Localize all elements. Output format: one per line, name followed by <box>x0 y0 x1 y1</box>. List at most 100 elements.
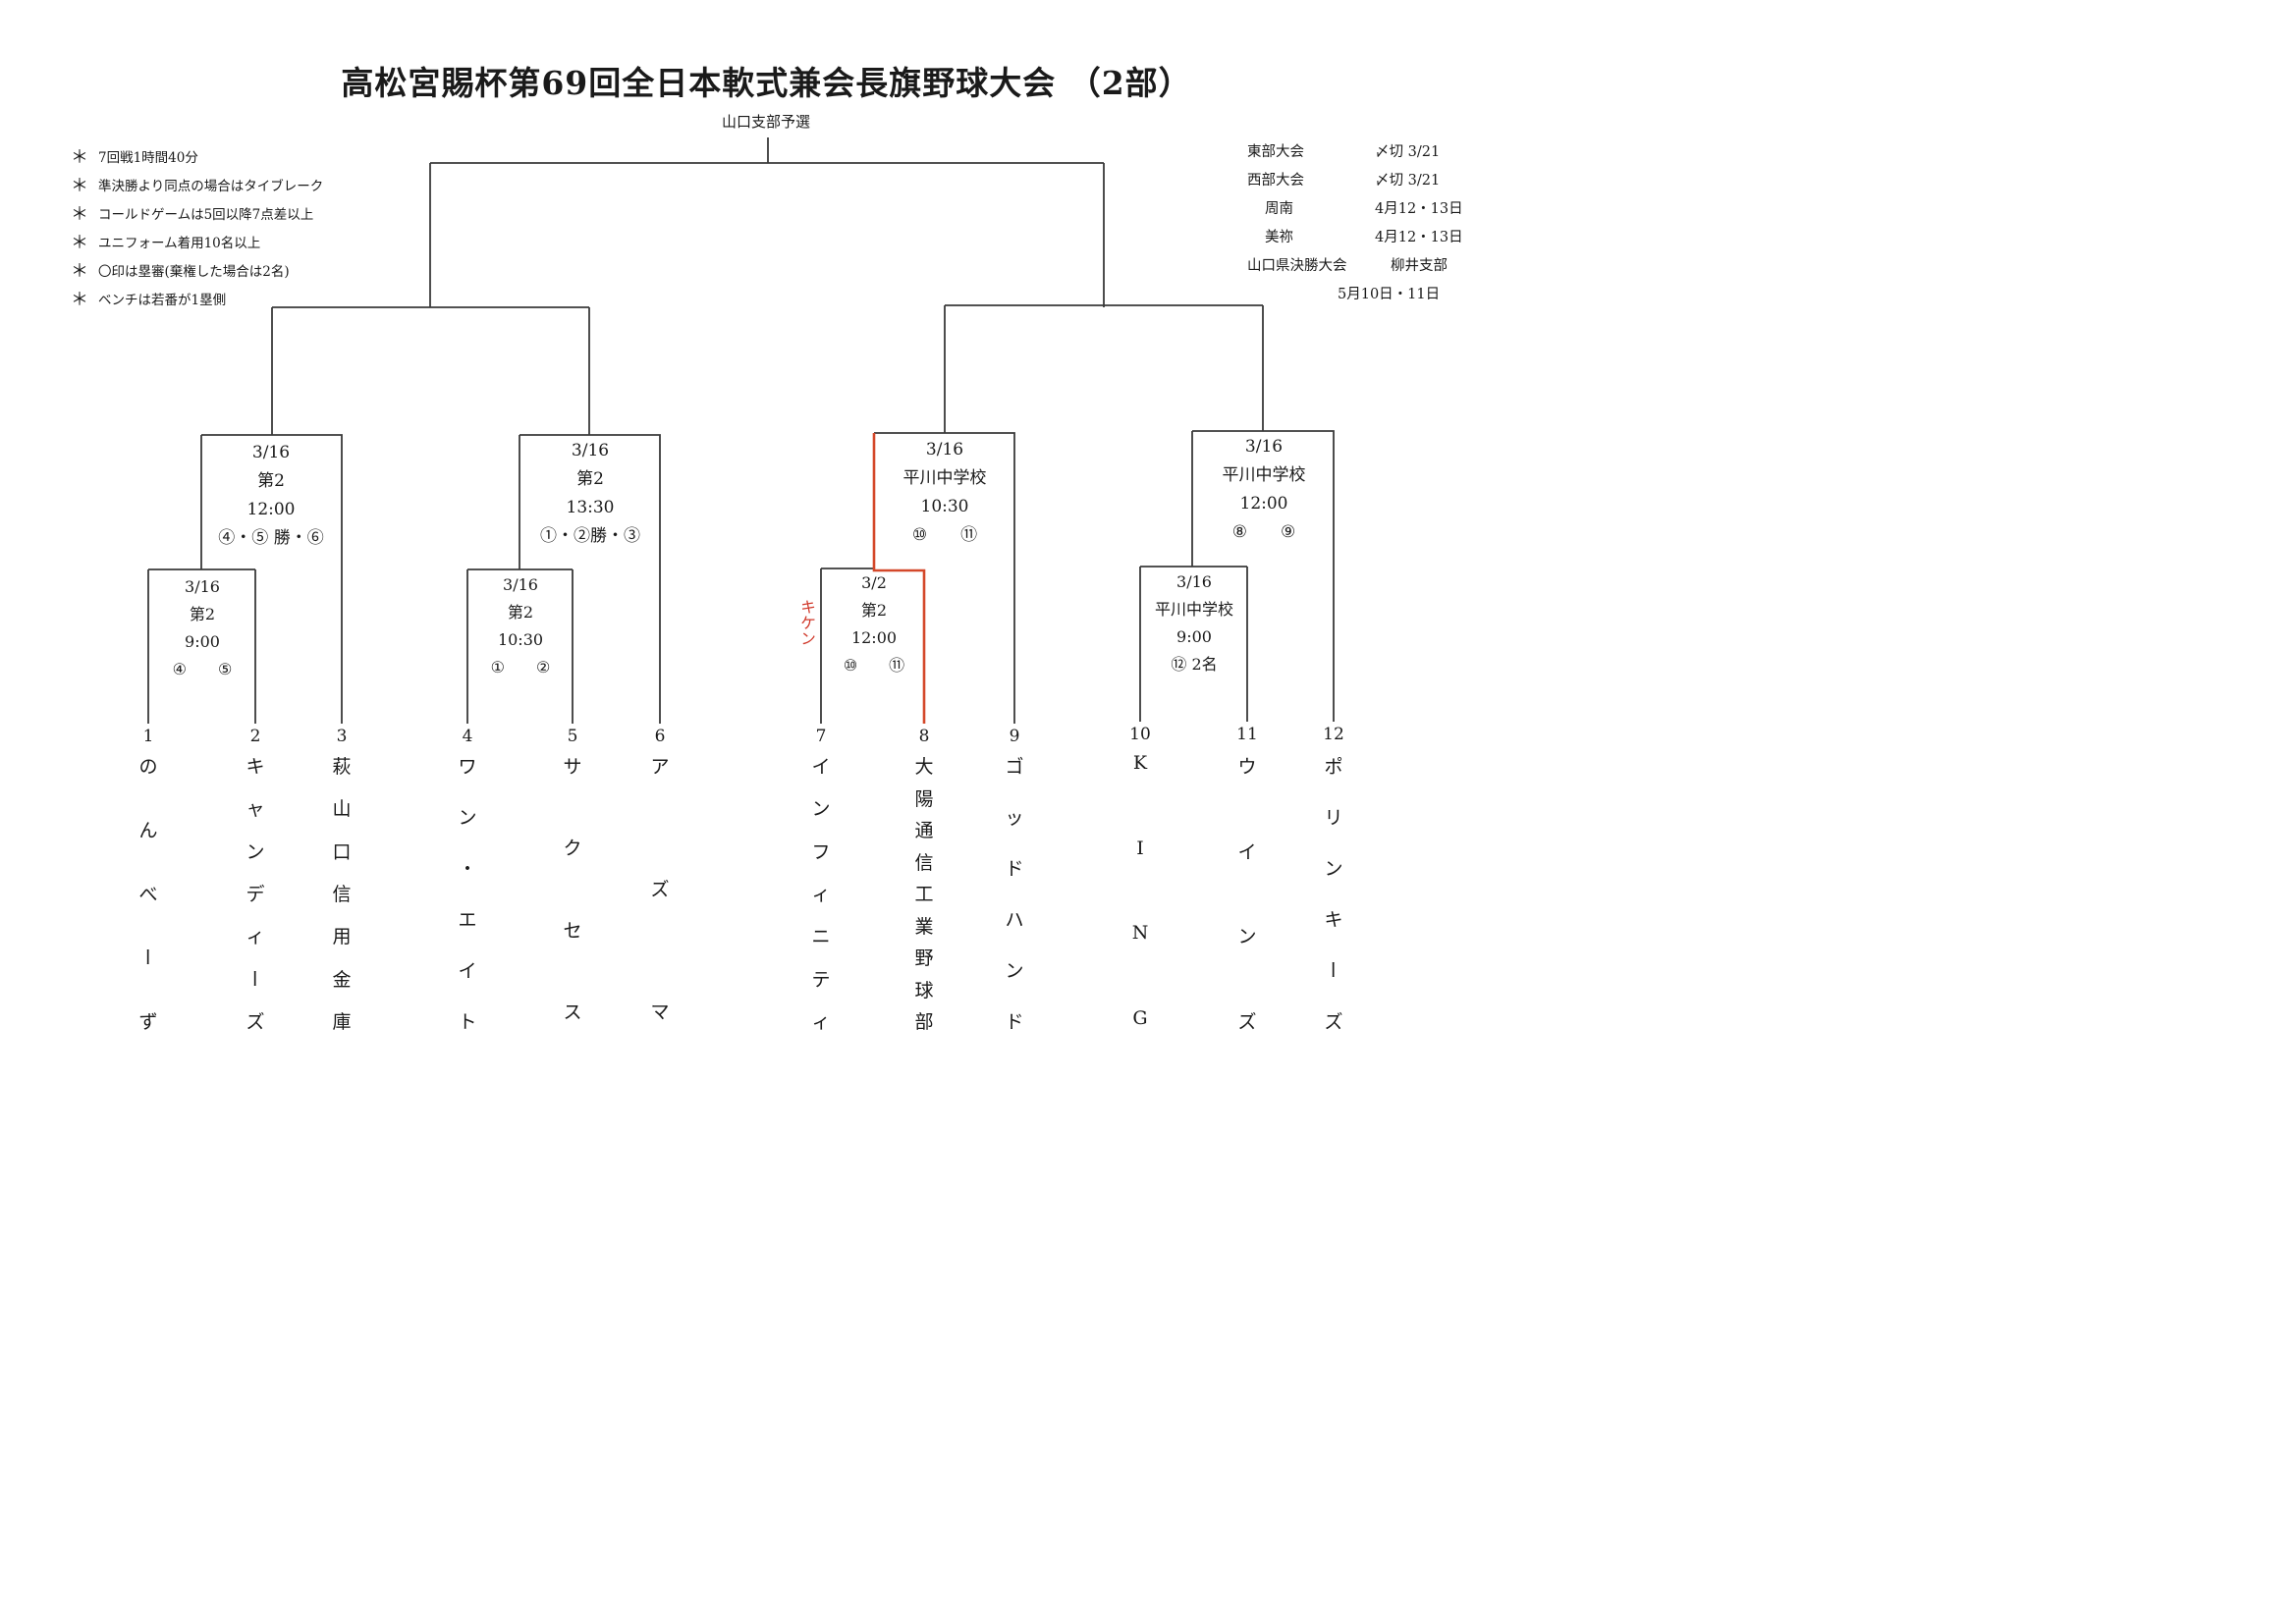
match-45-line <box>147 568 256 724</box>
team-number: 2 <box>249 727 261 746</box>
note-item: ＊7回戦1時間40分 <box>71 141 323 170</box>
team-name-char: 用 <box>332 926 352 948</box>
note-item: ＊準決勝より同点の場合はタイブレーク <box>71 170 323 198</box>
team-name-char: イ <box>458 960 477 982</box>
team-name-char: K <box>1132 752 1148 774</box>
bracket-lines <box>147 137 1335 724</box>
team-name-char: ド <box>1005 858 1024 880</box>
team-number: 8 <box>918 727 930 746</box>
team-name-char: ズ <box>1237 1011 1257 1033</box>
match-123-info: 3/16 第2 13:30 ①・②勝・③ <box>540 441 640 546</box>
team-name-char: ー <box>136 947 158 966</box>
team-name-char: 野 <box>914 947 934 969</box>
team-name-char: ン <box>1005 960 1024 982</box>
team-name-char: 信 <box>332 884 352 905</box>
team-name-char: ド <box>1005 1011 1024 1033</box>
team-name-char: 信 <box>914 851 934 874</box>
team-name-char: イ <box>811 756 831 778</box>
team-number: 4 <box>462 727 473 746</box>
team-name-char: サ <box>563 756 582 778</box>
asterisk-icon: ＊ <box>71 203 88 225</box>
team-name-char: 球 <box>914 979 934 1001</box>
rules-notes: ＊7回戦1時間40分 ＊準決勝より同点の場合はタイブレーク ＊コールドゲームは5… <box>71 141 323 312</box>
team-name-char: エ <box>458 909 477 931</box>
team-name-char: 業 <box>914 915 934 938</box>
team-name-char: G <box>1132 1007 1148 1029</box>
page-subtitle: 山口支部予選 <box>721 113 810 131</box>
team-name-char: フ <box>811 840 831 863</box>
team-name-char: イ <box>1237 840 1257 863</box>
team-name-char: デ <box>246 884 265 905</box>
team-number: 10 <box>1129 725 1151 744</box>
team-name-char: 金 <box>332 968 352 991</box>
schedule-row: 西部大会〆切 3/21 <box>1247 173 1441 189</box>
kiken-note: キケン <box>797 599 816 646</box>
note-item: ＊コールドゲームは5回以降7点差以上 <box>71 198 323 227</box>
match-1011-line <box>1139 566 1248 722</box>
team-name-char: ン <box>1324 858 1343 880</box>
match-456-line <box>200 434 343 724</box>
team-name-char: ず <box>138 1011 158 1033</box>
match-101112-info: 3/16 平川中学校 12:00 ⑧ ⑨ <box>1222 437 1306 542</box>
asterisk-icon: ＊ <box>71 289 88 310</box>
team-name-char: ズ <box>1324 1011 1343 1033</box>
final-line <box>429 137 1105 307</box>
team-name-char: ニ <box>811 926 831 948</box>
team-name-char: マ <box>650 1001 670 1023</box>
team-name-char: ン <box>811 798 831 821</box>
team-name-char: ン <box>1237 926 1257 948</box>
team-number: 5 <box>567 727 578 746</box>
note-item: ＊ベンチは若番が1塁側 <box>71 284 323 312</box>
team-name-char: I <box>1136 837 1144 859</box>
semi-left-line <box>271 306 590 435</box>
match-789-info: 3/16 平川中学校 10:30 ⑩ ⑪ <box>902 440 987 545</box>
match-45-info: 3/16 第2 9:00 ④ ⑤ <box>172 577 233 678</box>
team-number: 11 <box>1236 725 1258 744</box>
team-name-char: ウ <box>1237 756 1257 778</box>
team-name-char: ィ <box>246 926 265 948</box>
team-name-char: 萩 <box>332 756 352 778</box>
team-name-char: ィ <box>811 884 831 905</box>
match-78-info: 3/2 第2 12:00 ⑩ ⑪ <box>843 573 905 675</box>
team-name-char: 口 <box>332 840 352 863</box>
team-name-char: セ <box>563 919 582 942</box>
team-number: 1 <box>142 727 154 746</box>
team-name-char: 部 <box>914 1011 934 1033</box>
team-name-char: ゴ <box>1005 756 1024 778</box>
team-name-char: 大 <box>914 756 934 778</box>
team-name-char: ト <box>458 1011 477 1033</box>
team-name-char: ・ <box>458 858 477 880</box>
team-name-char: キ <box>1324 909 1343 931</box>
match-12-info: 3/16 第2 10:30 ① ② <box>490 575 551 676</box>
team-name-char: ん <box>138 820 158 841</box>
team-name-char: 庫 <box>332 1011 352 1033</box>
page-title: 高松宮賜杯第69回全日本軟式兼会長旗野球大会 （2部） <box>341 64 1192 102</box>
team-name-char: 工 <box>914 884 934 905</box>
team-name-char: ワ <box>458 756 477 778</box>
team-name-char: テ <box>811 968 831 991</box>
match-1011-info: 3/16 平川中学校 9:00 ⑫ 2名 <box>1154 572 1233 674</box>
team-number: 9 <box>1009 727 1020 746</box>
note-item: ＊ユニフォーム着用10名以上 <box>71 227 323 255</box>
team-name-char: ン <box>246 840 265 863</box>
team-name-char: ハ <box>1005 909 1024 931</box>
team-name-char: ス <box>563 1001 582 1023</box>
team-number: 6 <box>654 727 666 746</box>
match-101112-line <box>1191 430 1335 722</box>
match-123-line <box>519 434 661 724</box>
team-name-char: 陽 <box>914 787 934 810</box>
team-name-char: べ <box>138 884 158 905</box>
match-78-line <box>820 568 874 724</box>
winner-path-line <box>872 433 926 724</box>
team-name-char: 山 <box>332 798 352 821</box>
team-name-char: ン <box>458 807 477 829</box>
note-item: ＊〇印は塁審(棄権した場合は2名) <box>71 255 323 284</box>
asterisk-icon: ＊ <box>71 232 88 253</box>
asterisk-icon: ＊ <box>71 260 88 282</box>
team-name-char: ク <box>563 838 582 860</box>
schedule-row: 5月10日・11日 <box>1338 287 1441 302</box>
team-name-char: の <box>138 756 158 778</box>
team-name-char: ポ <box>1324 756 1343 778</box>
